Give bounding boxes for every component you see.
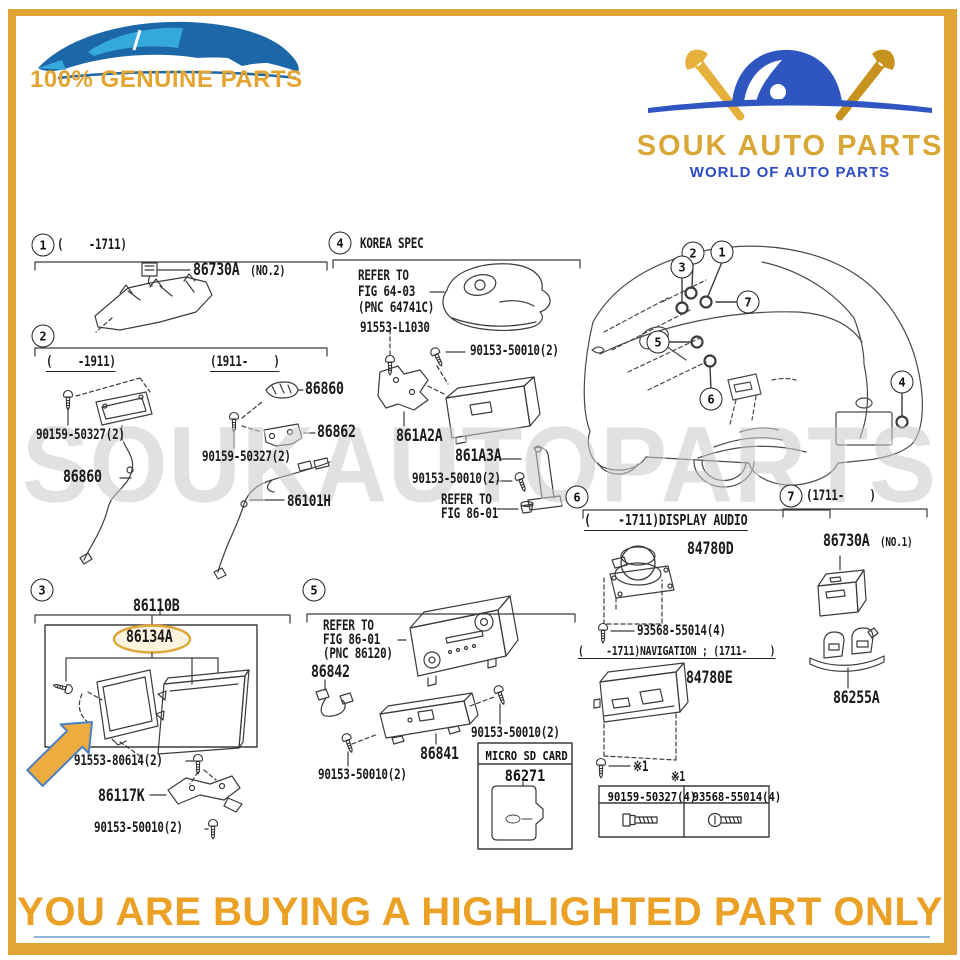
part-label: (PNC 64741C)	[358, 300, 435, 316]
callout-circle: 3	[30, 578, 54, 602]
part-label: 90153-50010(2)	[471, 725, 560, 741]
part-label: (1911- )	[210, 354, 280, 372]
part-label: 84780E	[686, 668, 733, 688]
callout-circle: 6	[699, 387, 723, 411]
highlighted-part-notice: YOU ARE BUYING A HIGHLIGHTED PART ONLY	[17, 890, 943, 934]
store-tagline: WORLD OF AUTO PARTS	[689, 164, 891, 181]
wrench-wheel-logo	[648, 43, 932, 128]
callout-circle: 4	[328, 231, 352, 255]
part-label: 86860	[305, 379, 344, 399]
part-label: REFER TO	[323, 618, 374, 634]
part-label: 86117K	[98, 786, 145, 806]
part-label: ( -1711)	[57, 237, 127, 253]
part-label: 90153-50010(2)	[318, 767, 407, 783]
part-label: (NO.2)	[250, 264, 286, 279]
part-label: 90153-50010(2)	[470, 343, 559, 359]
part-label: ( -1711)DISPLAY AUDIO	[584, 511, 748, 531]
part-label: FIG 86-01	[441, 506, 499, 522]
part-label: (1711- )	[806, 488, 876, 504]
part-label: 86862	[317, 422, 356, 442]
callout-circle: 6	[565, 485, 589, 509]
part-label: ※1	[671, 770, 686, 785]
part-label: 86841	[420, 744, 459, 764]
part-label: 86842	[311, 662, 350, 682]
part-label: 90153-50010(2)	[412, 471, 501, 487]
part-label: ( -1911)	[46, 354, 116, 372]
part-label: 86134A	[126, 627, 173, 647]
part-label: 861A2A	[396, 426, 443, 446]
part-label: 861A3A	[455, 446, 502, 466]
part-label: 84780D	[687, 539, 734, 559]
hardware-table-col-1: 90159-50327(4)	[607, 789, 697, 804]
callout-circle: 2	[31, 324, 55, 348]
genuine-parts-tagline: 100% GENUINE PARTS	[30, 66, 303, 93]
part-label: REFER TO	[441, 492, 492, 508]
part-label: 86730A	[823, 531, 870, 551]
part-label: 86730A	[193, 260, 240, 280]
part-label: ※1	[633, 759, 649, 775]
callout-circle: 4	[890, 370, 914, 394]
part-label: FIG 64-03	[358, 284, 416, 300]
callout-circle: 3	[670, 255, 694, 279]
callout-circle: 1	[710, 240, 734, 264]
part-label: 90153-50010(2)	[94, 820, 183, 836]
header-left-logo	[28, 16, 328, 91]
footer-divider	[34, 936, 930, 938]
callout-circle: 7	[736, 290, 760, 314]
part-label: 86101H	[287, 491, 331, 510]
part-label: 91553-80614(2)	[74, 753, 163, 769]
part-label: REFER TO	[358, 268, 409, 284]
part-label: (NO.1)	[880, 535, 913, 549]
part-label: 86110B	[133, 596, 180, 616]
part-label: 90159-50327(2)	[36, 427, 125, 443]
sd-card-box-title: MICRO SD CARD	[485, 748, 568, 763]
part-label: 93568-55014(4)	[637, 623, 726, 639]
part-label: FIG 86-01	[323, 632, 381, 648]
hardware-table-col-2: 93568-55014(4)	[692, 789, 782, 804]
callout-circle: 7	[779, 484, 803, 508]
callout-circle: 1	[31, 233, 55, 257]
part-label: KOREA SPEC	[360, 236, 424, 252]
sd-card-part-number: 86271	[504, 766, 546, 785]
part-label: 86860	[63, 467, 102, 487]
part-label: ( -1711)NAVIGATION ; (1711- )	[578, 643, 776, 660]
callout-circle: 5	[646, 330, 670, 354]
part-label: 90159-50327(2)	[202, 449, 291, 465]
part-label: (PNC 86120)	[323, 646, 393, 662]
store-name: SOUK AUTO PARTS	[636, 130, 944, 162]
callout-circle: 5	[302, 578, 326, 602]
part-label: 91553-L1030	[360, 320, 430, 336]
part-label: 86255A	[833, 688, 880, 708]
car-logo	[38, 21, 299, 80]
header-right-logo	[640, 14, 940, 137]
